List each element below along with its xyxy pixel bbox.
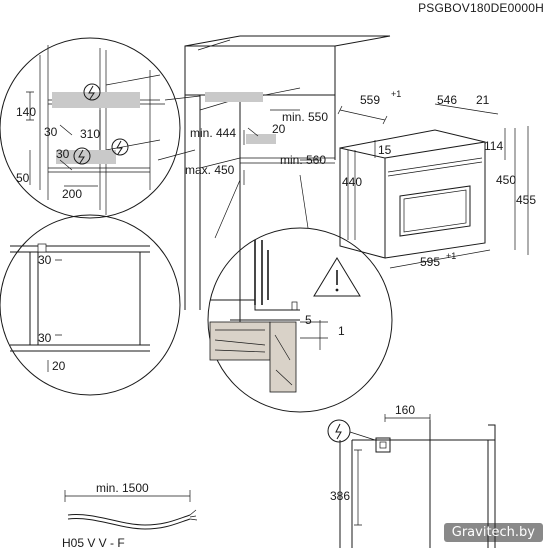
worktop-section [209, 321, 271, 361]
socket-box [375, 437, 391, 453]
dim-label: 15 [378, 143, 392, 157]
dim-superscript: +1 [391, 89, 401, 99]
warning-icon [313, 257, 361, 297]
power-icon [83, 83, 101, 101]
dim-label: min. 560 [280, 153, 326, 167]
dim-label: 310 [80, 127, 100, 141]
dim-label: 30 [56, 147, 70, 161]
dim-label: 30 [38, 331, 52, 345]
dim-label: 595 [420, 255, 440, 269]
dim-label: min. 550 [282, 110, 328, 124]
dim-label: 21 [476, 93, 490, 107]
oven-door-window [399, 185, 471, 237]
callout-lines [157, 95, 201, 161]
cabinet-side-section [269, 321, 297, 393]
power-icon [73, 147, 91, 165]
niche: min. 444 20 max. 450 min. 550 min. 560 [184, 35, 391, 340]
dim-label: 450 [496, 173, 516, 187]
socket-detail: 160 386 [327, 403, 496, 548]
dim-label: 20 [272, 122, 286, 136]
oven: 559 +1 546 21 15 114 440 450 455 595 +1 [337, 89, 536, 269]
dim-label: 386 [330, 489, 350, 503]
dim-label: 1 [338, 324, 345, 338]
cable-length: min. 1500 [96, 481, 149, 495]
cable-type: H05 V V - F [62, 536, 125, 550]
corner-detail: 30 30 20 [0, 214, 181, 396]
dim-label: 200 [62, 187, 82, 201]
dim-label: 546 [437, 93, 457, 107]
power-icon [111, 138, 129, 156]
cable-zone [205, 92, 263, 102]
dim-label: 440 [342, 175, 362, 189]
dim-label: 160 [395, 403, 415, 417]
model-code: PSGBOV180DE0000H [418, 1, 544, 15]
cable-detail: min. 1500 H05 V V - F [62, 481, 198, 550]
dim-label: min. 444 [190, 126, 236, 140]
corner-detail-circle [0, 214, 181, 396]
dim-label: 559 [360, 93, 380, 107]
dim-label: 455 [516, 193, 536, 207]
power-icon [327, 419, 351, 443]
cable-zone-upper [52, 92, 140, 108]
dim-label: 30 [44, 125, 58, 139]
warning-detail-circle [207, 227, 393, 413]
cabinet-detail: 140 30 310 30 50 200 [0, 37, 181, 219]
warning-detail: 5 1 [207, 174, 393, 413]
cable-zone-lower [56, 150, 116, 164]
dim-label: 5 [305, 313, 312, 327]
dim-superscript: +1 [446, 251, 456, 261]
cabinet-detail-circle [0, 37, 181, 219]
dim-label: max. 450 [185, 163, 235, 177]
dim-label: 114 [484, 139, 503, 153]
cable-zone [246, 134, 276, 144]
watermark: Gravitech.by [443, 523, 543, 542]
dim-label: 140 [16, 105, 36, 119]
dim-label: 50 [16, 171, 30, 185]
dim-label: 30 [38, 253, 52, 267]
dim-label: 20 [52, 359, 66, 373]
